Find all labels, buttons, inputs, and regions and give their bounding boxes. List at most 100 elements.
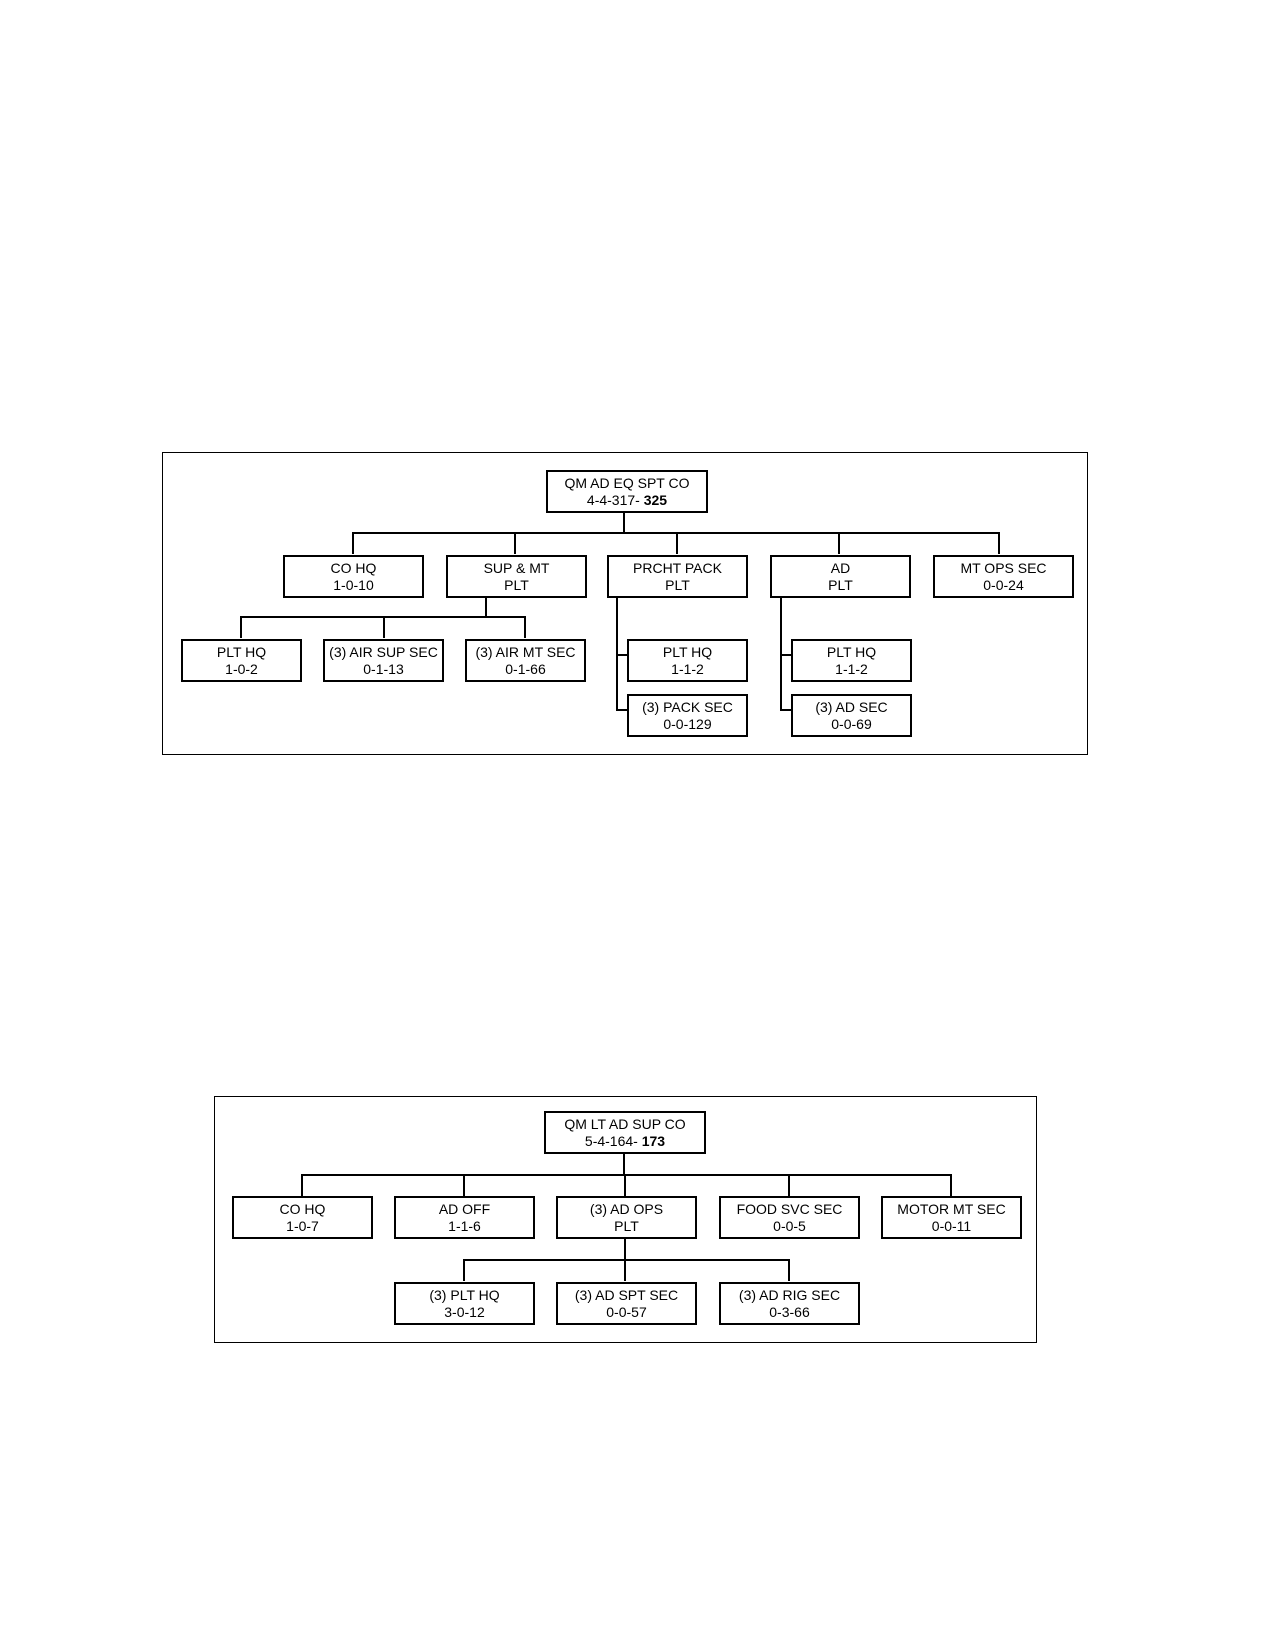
connector: [352, 532, 354, 554]
node-title: CO HQ: [330, 559, 377, 576]
node-subtitle: PLT: [828, 576, 853, 593]
node-strength: 0-0-69: [831, 715, 872, 732]
node-title: AD: [830, 559, 851, 576]
connector: [838, 532, 840, 554]
node-title: PLT HQ: [662, 643, 713, 660]
org-node-mt-ops-sec: MT OPS SEC 0-0-24: [933, 555, 1074, 598]
node-strength: 0-0-11: [931, 1217, 972, 1234]
node-subtitle: PLT: [665, 576, 690, 593]
node-strength: 0-3-66: [769, 1303, 810, 1320]
node-title: FOOD SVC SEC: [736, 1200, 843, 1217]
org-node-root: QM AD EQ SPT CO 4-4-317- 325: [546, 470, 708, 513]
org-node-air-mt-sec: (3) AIR MT SEC 0-1-66: [465, 639, 586, 682]
connector: [240, 616, 525, 618]
connector: [524, 616, 526, 638]
node-title: (3) AD RIG SEC: [738, 1286, 841, 1303]
org-node-prcht-pack-plt: PRCHT PACK PLT: [607, 555, 748, 598]
node-strength: 0-0-5: [773, 1217, 806, 1234]
node-strength: 1-0-2: [225, 660, 258, 677]
node-strength: 0-1-13: [363, 660, 404, 677]
node-subtitle: PLT: [614, 1217, 639, 1234]
connector: [485, 597, 487, 617]
org-node-ad-rig-sec: (3) AD RIG SEC 0-3-66: [719, 1282, 860, 1325]
org-node-ad-plt-hq: PLT HQ 1-1-2: [791, 639, 912, 682]
node-title: QM LT AD SUP CO: [564, 1115, 686, 1132]
node-title: (3) PACK SEC: [642, 698, 733, 715]
org-node-root: QM LT AD SUP CO 5-4-164- 173: [544, 1111, 706, 1154]
connector: [616, 709, 628, 711]
connector: [788, 1259, 790, 1281]
node-title: (3) AD OPS: [589, 1200, 664, 1217]
node-title: (3) PLT HQ: [429, 1286, 500, 1303]
node-strength: 1-0-7: [286, 1217, 319, 1234]
node-title: PRCHT PACK: [633, 559, 722, 576]
org-node-co-hq: CO HQ 1-0-7: [232, 1196, 373, 1239]
connector: [623, 512, 625, 533]
node-strength: 1-1-2: [671, 660, 704, 677]
connector: [301, 1174, 951, 1176]
strength-breakdown: 5-4-164-: [584, 1132, 642, 1149]
connector: [624, 1237, 626, 1260]
strength-breakdown: 4-4-317-: [586, 491, 644, 508]
node-title: PLT HQ: [216, 643, 267, 660]
connector: [788, 1174, 790, 1196]
connector: [623, 1153, 625, 1175]
org-node-ad-spt-sec: (3) AD SPT SEC 0-0-57: [556, 1282, 697, 1325]
node-strength: 0-0-24: [983, 576, 1024, 593]
org-node-pack-sec: (3) PACK SEC 0-0-129: [627, 694, 748, 737]
org-chart-qm-lt-ad-sup-co: [214, 1096, 1037, 1343]
connector: [463, 1259, 465, 1281]
connector: [463, 1259, 790, 1261]
connector: [514, 532, 516, 554]
node-title: QM AD EQ SPT CO: [564, 474, 690, 491]
node-title: MT OPS SEC: [960, 559, 1047, 576]
strength-total: 173: [641, 1132, 666, 1149]
connector: [676, 532, 678, 554]
org-node-ad-plt: AD PLT: [770, 555, 911, 598]
connector: [352, 532, 999, 534]
connector: [950, 1174, 952, 1196]
org-node-air-sup-sec: (3) AIR SUP SEC 0-1-13: [323, 639, 444, 682]
connector: [998, 532, 1000, 554]
org-node-food-svc-sec: FOOD SVC SEC 0-0-5: [719, 1196, 860, 1239]
connector: [624, 1259, 626, 1281]
connector: [780, 709, 792, 711]
node-subtitle: PLT: [504, 576, 529, 593]
org-node-plt-hq: (3) PLT HQ 3-0-12: [394, 1282, 535, 1325]
node-strength: 1-1-6: [448, 1217, 481, 1234]
org-node-ad-ops-plt: (3) AD OPS PLT: [556, 1196, 697, 1239]
org-node-pack-plt-hq: PLT HQ 1-1-2: [627, 639, 748, 682]
org-chart-qm-ad-eq-spt-co: [162, 452, 1088, 755]
org-node-ad-sec: (3) AD SEC 0-0-69: [791, 694, 912, 737]
node-title: MOTOR MT SEC: [897, 1200, 1006, 1217]
connector: [463, 1174, 465, 1196]
connector: [383, 616, 385, 638]
node-title: AD OFF: [438, 1200, 491, 1217]
org-node-sup-mt-plt: SUP & MT PLT: [446, 555, 587, 598]
node-title: PLT HQ: [826, 643, 877, 660]
org-node-co-hq: CO HQ 1-0-10: [283, 555, 424, 598]
connector: [780, 597, 782, 710]
node-strength: 0-0-57: [606, 1303, 647, 1320]
connector: [624, 1174, 626, 1196]
node-title: (3) AIR SUP SEC: [329, 643, 438, 660]
connector: [301, 1174, 303, 1196]
connector: [616, 597, 618, 710]
connector: [240, 616, 242, 638]
node-strength: 0-1-66: [505, 660, 546, 677]
node-title: (3) AD SEC: [815, 698, 888, 715]
node-title: (3) AD SPT SEC: [574, 1286, 679, 1303]
node-strength: 3-0-12: [444, 1303, 485, 1320]
node-strength: 0-0-129: [663, 715, 712, 732]
org-node-sup-plt-hq: PLT HQ 1-0-2: [181, 639, 302, 682]
connector: [780, 654, 792, 656]
node-strength: 1-1-2: [835, 660, 868, 677]
node-strength: 1-0-10: [333, 576, 374, 593]
node-strength: 4-4-317- 325: [587, 492, 667, 509]
node-title: (3) AIR MT SEC: [475, 643, 576, 660]
org-node-motor-mt-sec: MOTOR MT SEC 0-0-11: [881, 1196, 1022, 1239]
connector: [616, 654, 628, 656]
node-title: CO HQ: [279, 1200, 326, 1217]
node-strength: 5-4-164- 173: [585, 1133, 665, 1150]
org-node-ad-off: AD OFF 1-1-6: [394, 1196, 535, 1239]
